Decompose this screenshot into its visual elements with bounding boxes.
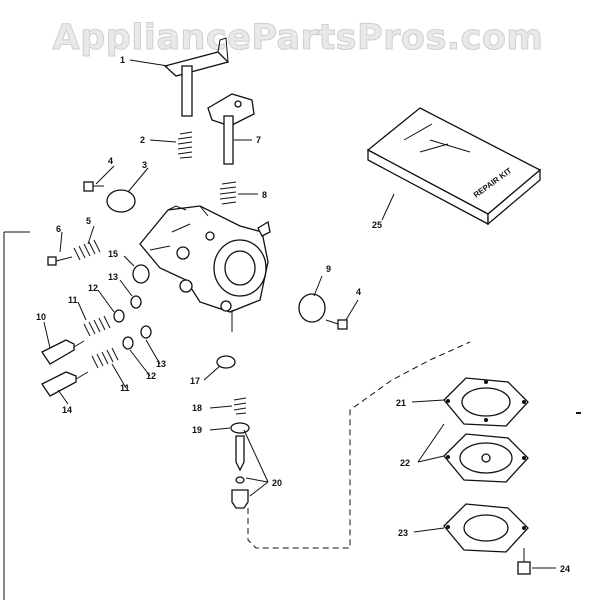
part-24-screw — [517, 548, 531, 575]
part-10-needle-valve — [41, 339, 85, 365]
callout-1: 1 — [120, 55, 125, 65]
callout-10: 10 — [36, 312, 46, 322]
callout-13-upper: 13 — [108, 272, 118, 282]
callout-19: 19 — [192, 425, 202, 435]
part-7-choke-shaft — [207, 93, 255, 165]
carburetor-body — [139, 205, 271, 332]
part-19-washer — [230, 422, 250, 434]
part-13-oring-lower — [140, 325, 152, 339]
callout-7: 7 — [256, 135, 261, 145]
edge-mark — [576, 412, 581, 414]
part-12-washer-upper — [113, 309, 125, 323]
part-23-cover — [443, 503, 529, 553]
callout-22: 22 — [400, 458, 410, 468]
part-18-spring — [233, 397, 247, 415]
part-4-screw-right — [325, 319, 348, 330]
callout-11-lower: 11 — [120, 383, 130, 393]
callout-4-right: 4 — [356, 287, 361, 297]
part-15-plug — [132, 264, 150, 284]
part-17-gasket — [216, 355, 236, 369]
part-3-throttle-plate — [106, 189, 136, 213]
callout-4-left: 4 — [108, 156, 113, 166]
callout-12-upper: 12 — [88, 283, 98, 293]
callout-13-lower: 13 — [156, 359, 166, 369]
leader-lines — [43, 59, 556, 569]
part-4-screw-left — [83, 181, 104, 192]
callout-18: 18 — [192, 403, 202, 413]
part-14-needle-valve — [41, 371, 89, 397]
part-22-diaphragm — [443, 433, 529, 483]
part-8-spring — [219, 181, 237, 205]
callout-20: 20 — [272, 478, 282, 488]
part-12-washer-lower — [122, 336, 134, 350]
callout-21: 21 — [396, 398, 406, 408]
page-edge-bracket — [3, 231, 30, 600]
callout-6: 6 — [56, 224, 61, 234]
bowl-assembly-outline — [247, 341, 471, 549]
part-11-spring-lower — [91, 347, 119, 369]
callout-25: 25 — [372, 220, 382, 230]
part-2-spring — [177, 131, 193, 159]
callout-17: 17 — [190, 376, 200, 386]
callout-24: 24 — [560, 564, 570, 574]
part-25-repair-kit-box: REPAIR KIT — [366, 107, 542, 226]
callout-5: 5 — [86, 216, 91, 226]
callout-11-upper: 11 — [68, 295, 78, 305]
part-5-spring — [73, 239, 101, 261]
part-11-spring-upper — [83, 315, 111, 337]
callout-9: 9 — [326, 264, 331, 274]
callout-3: 3 — [142, 160, 147, 170]
part-13-oring-upper — [130, 295, 142, 309]
part-21-gasket — [443, 377, 529, 427]
callout-15: 15 — [108, 249, 118, 259]
callout-14: 14 — [62, 405, 72, 415]
part-20-needle-seat — [231, 435, 249, 509]
part-9-choke-plate — [298, 293, 326, 323]
callout-numbers: 1 2 3 4 4 5 6 7 8 9 10 11 11 12 12 13 13… — [36, 55, 570, 574]
callout-12-lower: 12 — [146, 371, 156, 381]
part-6-screw — [47, 256, 73, 266]
callout-8: 8 — [262, 190, 267, 200]
callout-23: 23 — [398, 528, 408, 538]
callout-2: 2 — [140, 135, 145, 145]
part-1-throttle-shaft — [163, 37, 230, 117]
